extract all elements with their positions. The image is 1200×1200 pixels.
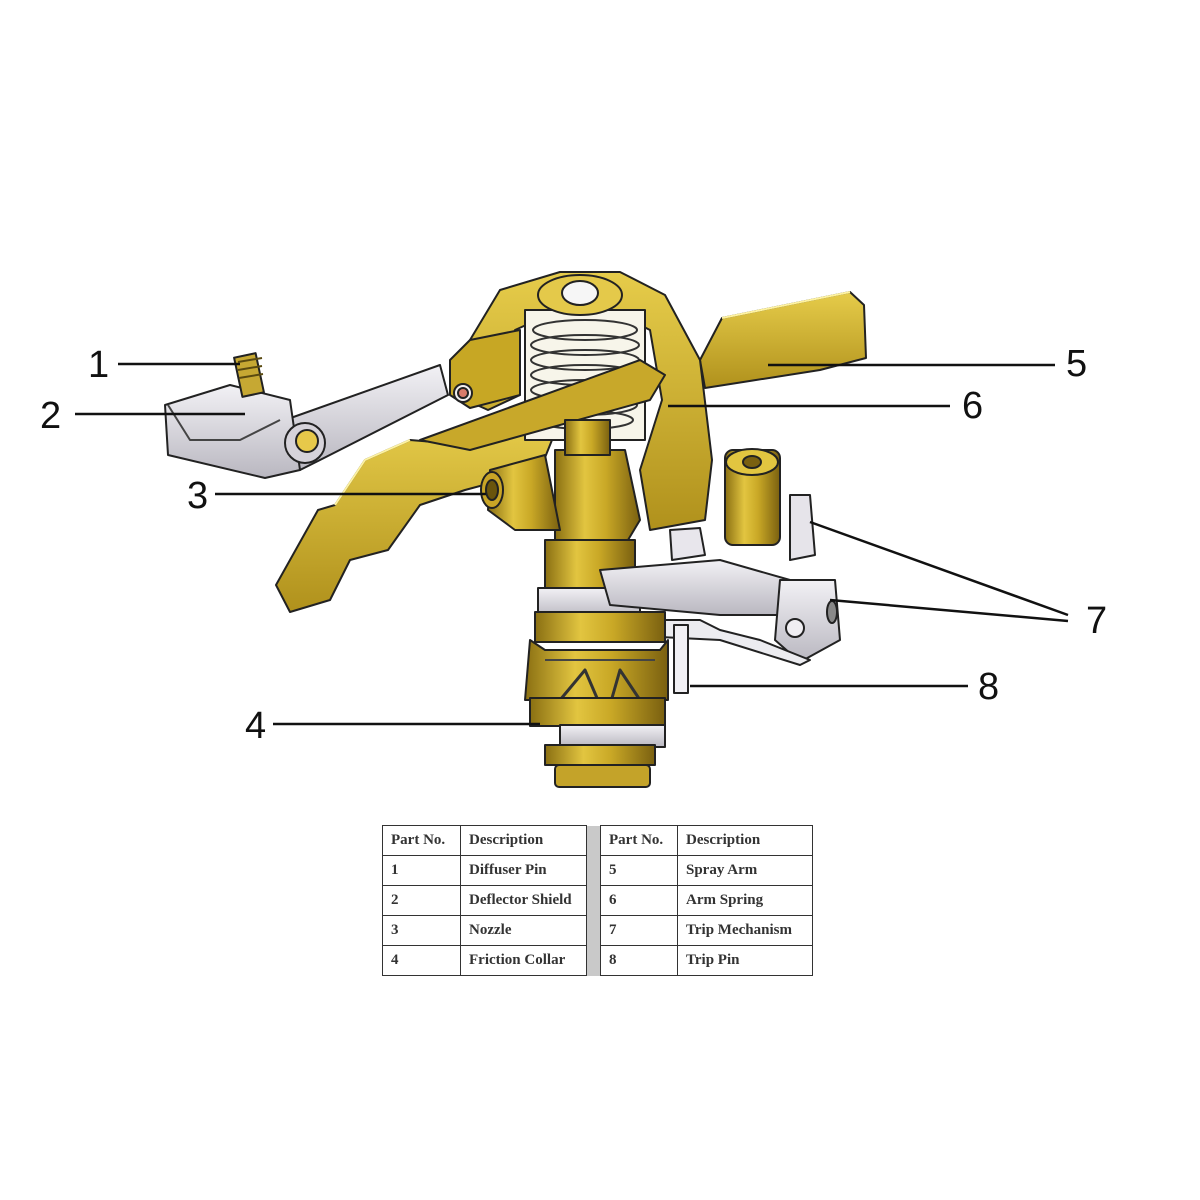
friction-collar-part bbox=[524, 611, 669, 788]
table-row: 1 Diffuser Pin 5 Spray Arm bbox=[382, 855, 813, 886]
part-description-cell: Trip Pin bbox=[677, 945, 813, 976]
leader-line-7a bbox=[809, 520, 1069, 617]
diffuser-arm-part bbox=[164, 352, 449, 479]
table-row: 4 Friction Collar 8 Trip Pin bbox=[382, 945, 813, 976]
part-number-cell: 6 bbox=[600, 885, 678, 916]
callout-7: 7 bbox=[1086, 600, 1107, 642]
part-description-cell: Friction Collar bbox=[460, 945, 587, 976]
trip-pin-part bbox=[673, 624, 689, 694]
trip-mechanism-part bbox=[599, 448, 841, 666]
part-number-cell: 3 bbox=[382, 915, 461, 946]
top-cap-part bbox=[537, 274, 623, 316]
callout-2: 2 bbox=[40, 395, 61, 437]
callout-numbers: 1 2 3 4 5 6 7 8 bbox=[40, 343, 1107, 747]
sprinkler-illustration bbox=[164, 271, 867, 788]
part-description-cell: Spray Arm bbox=[677, 855, 813, 886]
yoke-frame-part bbox=[449, 271, 713, 531]
header-description-left: Description bbox=[460, 825, 587, 856]
part-number-cell: 2 bbox=[382, 885, 461, 916]
leader-lines bbox=[75, 362, 1069, 726]
cross-arm-part bbox=[419, 359, 666, 451]
callout-1: 1 bbox=[88, 344, 109, 386]
spray-arm-part bbox=[699, 291, 867, 389]
callout-6: 6 bbox=[962, 385, 983, 427]
callout-3: 3 bbox=[187, 475, 208, 517]
part-description-cell: Nozzle bbox=[460, 915, 587, 946]
part-description-cell: Trip Mechanism bbox=[677, 915, 813, 946]
table-header-row: Part No. Description Part No. Descriptio… bbox=[382, 825, 813, 976]
table-row: 2 Deflector Shield 6 Arm Spring bbox=[382, 885, 813, 916]
part-description-cell: Arm Spring bbox=[677, 885, 813, 916]
part-description-cell: Deflector Shield bbox=[460, 885, 587, 916]
leader-line-7b bbox=[829, 598, 1069, 623]
part-number-cell: 1 bbox=[382, 855, 461, 886]
part-number-cell: 8 bbox=[600, 945, 678, 976]
header-part-no-left: Part No. bbox=[382, 825, 461, 856]
callout-8: 8 bbox=[978, 666, 999, 708]
nozzle-body-part bbox=[480, 419, 641, 546]
part-number-cell: 4 bbox=[382, 945, 461, 976]
part-number-cell: 5 bbox=[600, 855, 678, 886]
callout-5: 5 bbox=[1066, 343, 1087, 385]
part-number-cell: 7 bbox=[600, 915, 678, 946]
part-description-cell: Diffuser Pin bbox=[460, 855, 587, 886]
parts-table: Part No. Description Part No. Descriptio… bbox=[382, 825, 813, 976]
callout-4: 4 bbox=[245, 705, 266, 747]
table-divider bbox=[586, 825, 601, 976]
header-part-no-right: Part No. bbox=[600, 825, 678, 856]
header-description-right: Description bbox=[677, 825, 813, 856]
